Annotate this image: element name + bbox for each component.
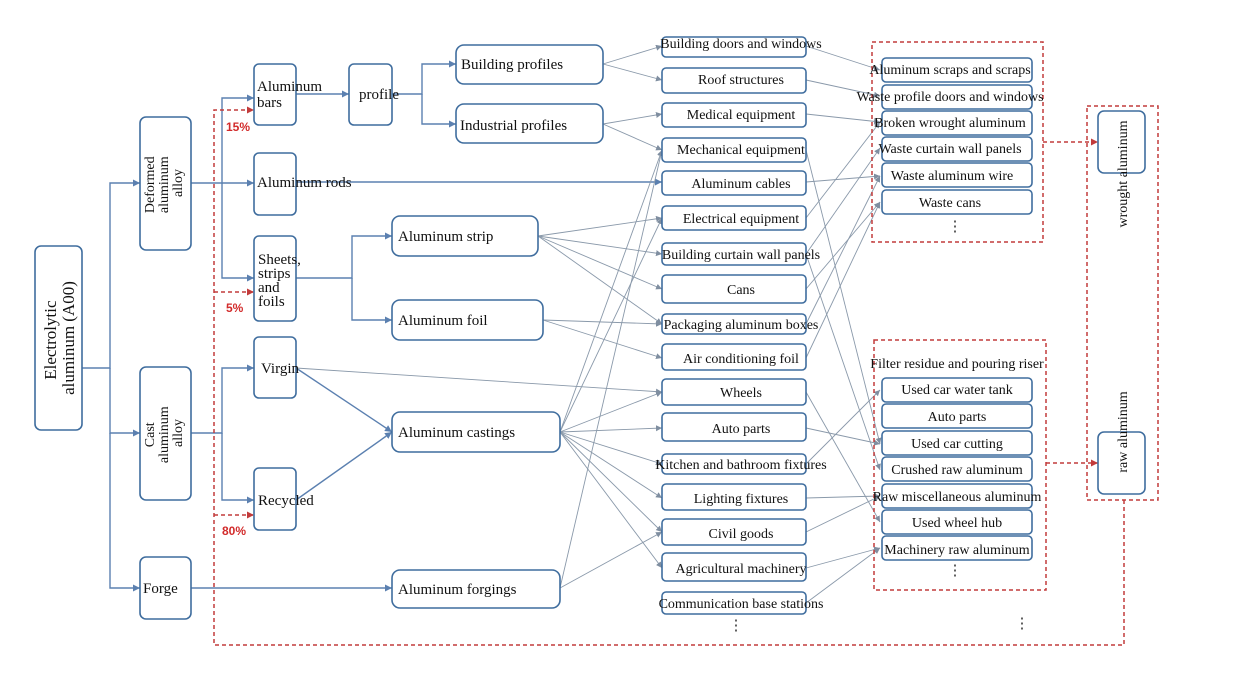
scrap-raw-item: Used car water tank — [901, 383, 1013, 398]
node-forgings-label: Aluminum forgings — [398, 582, 517, 598]
node-sheets-label: Sheets, strips and foils — [258, 252, 305, 310]
node-bars: Aluminum bars — [253, 63, 326, 126]
node-sheets: Sheets, strips and foils — [253, 235, 305, 322]
fan-connectors — [295, 44, 882, 604]
scrap-raw-item: Auto parts — [928, 410, 987, 425]
node-cast: Cast aluminum alloy — [139, 366, 192, 501]
end-use-item: Civil goods — [709, 527, 774, 542]
scrap-raw-item: Raw miscellaneous aluminum — [873, 490, 1042, 505]
scrap-wrought: Aluminum scraps and scraps Waste profile… — [856, 57, 1044, 235]
scrap-wrought-ellipsis: ⋮ — [948, 219, 963, 235]
end-use-item: Kitchen and bathroom fixtures — [655, 458, 826, 473]
node-deformed-label: Deformed aluminum alloy — [143, 153, 186, 213]
scrap-raw: Filter residue and pouring riser Used ca… — [870, 357, 1044, 632]
scrap-wrought-item: Waste cans — [919, 196, 981, 211]
scrap-raw-item: Filter residue and pouring riser — [870, 357, 1044, 372]
node-bars-label: Aluminum bars — [257, 79, 326, 111]
recycle-loop — [213, 41, 1159, 646]
scrap-wrought-item: Waste curtain wall panels — [878, 142, 1021, 157]
end-use-item: Agricultural machinery — [675, 562, 806, 577]
node-industrial-profiles: Industrial profiles — [455, 103, 604, 144]
node-building-profiles-label: Building profiles — [461, 57, 563, 73]
node-electrolytic-label: Electrolytic aluminum (A00) — [41, 281, 78, 395]
node-profile: profile — [348, 63, 399, 126]
node-virgin: Virgin — [253, 336, 299, 399]
node-wrought-aluminum: wrought aluminum — [1097, 110, 1146, 227]
percent-80: 80% — [222, 524, 246, 538]
node-rods: Aluminum rods — [253, 152, 352, 216]
end-use-item: Communication base stations — [659, 597, 824, 612]
node-strip: Aluminum strip — [391, 215, 539, 257]
node-cast-label: Cast aluminum alloy — [143, 403, 186, 463]
node-industrial-profiles-label: Industrial profiles — [460, 118, 567, 134]
node-forgings: Aluminum forgings — [391, 569, 561, 609]
percent-5: 5% — [226, 301, 244, 315]
node-raw-aluminum: raw aluminum — [1097, 391, 1146, 495]
node-recycled-label: Recycled — [258, 493, 314, 509]
connectors — [82, 60, 662, 592]
node-foil-label: Aluminum foil — [398, 313, 488, 329]
node-recycled: Recycled — [253, 467, 314, 531]
bottom-ellipsis: ⋮ — [1015, 616, 1030, 632]
end-use-item: Air conditioning foil — [683, 352, 799, 367]
end-use-item: Wheels — [720, 386, 762, 401]
node-building-profiles: Building profiles — [455, 44, 604, 85]
scrap-wrought-item: Broken wrought aluminum — [874, 116, 1026, 131]
node-strip-label: Aluminum strip — [398, 229, 493, 245]
node-castings: Aluminum castings — [391, 411, 561, 453]
end-use-item: Auto parts — [712, 422, 771, 437]
percent-15: 15% — [226, 120, 250, 134]
node-forge-label: Forge — [143, 581, 178, 597]
end-use-item: Electrical equipment — [683, 212, 799, 227]
node-foil: Aluminum foil — [391, 299, 544, 341]
scrap-raw-item: Used car cutting — [911, 437, 1003, 452]
end-use-item: Aluminum cables — [691, 177, 790, 192]
node-deformed: Deformed aluminum alloy — [139, 116, 192, 251]
scrap-wrought-item: Waste aluminum wire — [891, 169, 1014, 184]
node-rods-label: Aluminum rods — [257, 175, 352, 191]
scrap-wrought-item: Aluminum scraps and scraps — [869, 63, 1030, 78]
end-uses-ellipsis: ⋮ — [729, 618, 744, 634]
end-use-item: Building doors and windows — [660, 37, 821, 52]
scrap-wrought-item: Waste profile doors and windows — [856, 90, 1043, 105]
node-electrolytic: Electrolytic aluminum (A00) — [34, 245, 83, 431]
node-profile-label: profile — [359, 87, 399, 103]
node-wrought-aluminum-label: wrought aluminum — [1116, 120, 1131, 227]
scrap-raw-item: Crushed raw aluminum — [891, 463, 1023, 478]
node-forge: Forge — [139, 556, 192, 620]
end-use-item: Medical equipment — [687, 108, 796, 123]
end-use-item: Mechanical equipment — [677, 143, 805, 158]
end-use-item: Cans — [727, 283, 755, 298]
scrap-raw-item: Used wheel hub — [912, 516, 1002, 531]
end-use-item: Packaging aluminum boxes — [664, 318, 819, 333]
end-use-item: Building curtain wall panels — [662, 248, 820, 263]
node-castings-label: Aluminum castings — [398, 425, 515, 441]
end-uses: Building doors and windows Roof structur… — [655, 36, 827, 634]
end-use-item: Roof structures — [698, 73, 784, 88]
scrap-raw-ellipsis: ⋮ — [948, 563, 963, 579]
scrap-raw-item: Machinery raw aluminum — [884, 543, 1030, 558]
node-raw-aluminum-label: raw aluminum — [1116, 391, 1131, 472]
end-use-item: Lighting fixtures — [694, 492, 789, 507]
node-virgin-label: Virgin — [261, 361, 299, 377]
